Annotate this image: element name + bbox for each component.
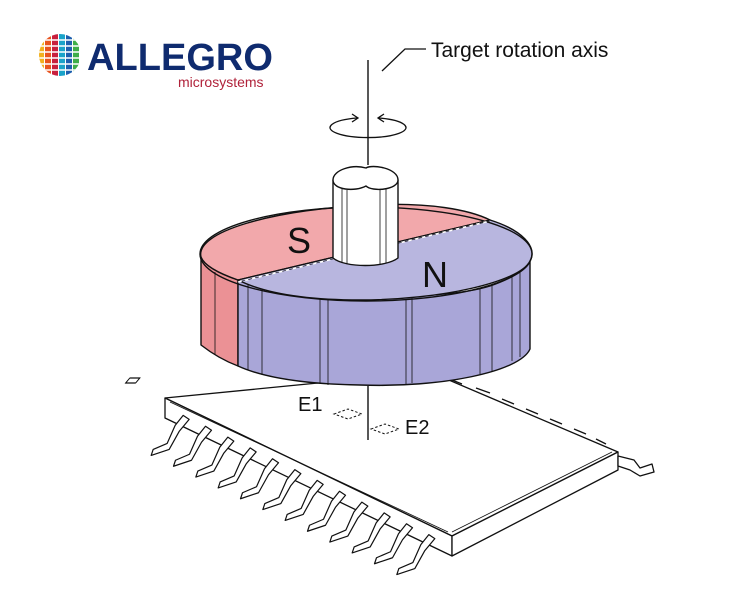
ic-body-right xyxy=(451,451,619,557)
logo-mark-icon xyxy=(39,34,81,76)
ic-front-leads xyxy=(150,414,436,576)
logo-name: ALLEGRO xyxy=(87,37,273,79)
rotation-arrow-icon xyxy=(329,113,407,139)
pole-south-label: S xyxy=(287,220,311,261)
logo-tagline: microsystems xyxy=(178,74,264,90)
allegro-logo: ALLEGRO microsystems xyxy=(39,34,273,90)
axis-leader-line xyxy=(381,48,426,72)
ic-lead-12 xyxy=(396,533,436,576)
sensing-element-e1 xyxy=(332,408,364,420)
ic-lead-1 xyxy=(150,414,190,457)
ic-lead-11 xyxy=(373,523,414,565)
ic-lead-8 xyxy=(306,490,347,532)
ic-lead-6 xyxy=(262,468,302,511)
element-1-label: E1 xyxy=(298,394,322,416)
element-2-label: E2 xyxy=(405,417,429,439)
ic-back-leads xyxy=(124,377,141,384)
sensing-element-e2 xyxy=(369,423,401,435)
ic-lead-3 xyxy=(195,436,235,478)
ic-lead-7 xyxy=(284,479,324,522)
ic-end-lead xyxy=(617,455,655,477)
ic-lead-5 xyxy=(239,458,280,500)
axis-label: Target rotation axis xyxy=(431,39,608,62)
ic-lead-9 xyxy=(329,501,369,543)
ic-lead-2 xyxy=(172,425,213,467)
ic-lead-10 xyxy=(351,512,391,554)
sensor-ic-package xyxy=(124,371,655,557)
ic-lead-4 xyxy=(217,447,257,489)
rotating-shaft xyxy=(332,165,399,267)
pole-north-label: N xyxy=(422,254,448,295)
